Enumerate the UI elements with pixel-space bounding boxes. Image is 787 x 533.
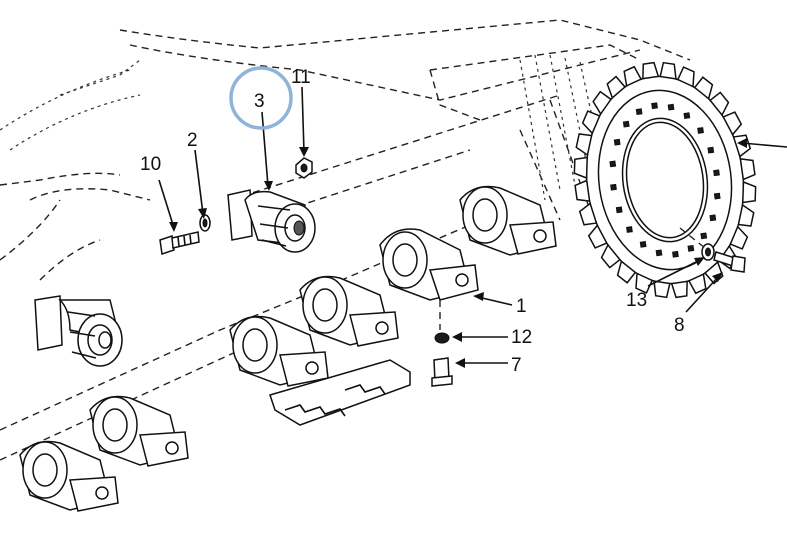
sprocket-tooth — [581, 110, 601, 135]
callout-label-1: 1 — [516, 296, 527, 317]
callout-label-2: 2 — [187, 130, 198, 151]
sprocket-bolt-hole — [709, 214, 717, 222]
sprocket-tooth — [739, 158, 756, 181]
sprocket-tooth — [578, 202, 598, 226]
sprocket-tooth — [600, 243, 621, 269]
roller-left-end — [34, 295, 123, 367]
callout-label-12: 12 — [511, 327, 532, 348]
sprocket-bolt-hole — [713, 192, 721, 200]
sprocket-wheel — [573, 61, 757, 299]
sprocket-tooth — [737, 203, 755, 227]
sprocket-tooth — [709, 91, 730, 117]
sprocket-tooth — [575, 133, 593, 157]
bolt-7 — [431, 357, 453, 387]
track-roller-3 — [299, 275, 399, 347]
sprocket-tooth — [653, 280, 671, 299]
sprocket-tooth — [642, 61, 660, 80]
leader-lines — [158, 86, 787, 368]
sprocket-bolt-hole — [687, 244, 695, 252]
callout-label-11: 11 — [291, 67, 311, 88]
sprocket-tooth — [659, 61, 677, 80]
bolt-10 — [159, 231, 200, 255]
roller-guard-plate — [269, 359, 411, 426]
sprocket-tooth — [606, 75, 627, 100]
track-roller-5 — [89, 395, 189, 467]
highlight-circle — [229, 66, 293, 130]
sprocket-tooth — [592, 90, 612, 116]
sprocket-tooth — [623, 65, 643, 87]
track-roller-2 — [459, 185, 557, 256]
sprocket-tooth — [635, 272, 654, 294]
sprocket-bolt-hole — [713, 169, 720, 177]
washer-13 — [701, 243, 715, 261]
sprocket-tooth — [693, 76, 714, 101]
sprocket-bolt-hole — [626, 226, 633, 233]
sprocket-bolt-hole — [613, 138, 621, 146]
sprocket-bolt-hole — [609, 160, 617, 168]
callout-label-8: 8 — [674, 315, 685, 336]
nut-11 — [295, 157, 313, 179]
sprocket-bolt-hole — [615, 206, 623, 214]
washer-2 — [199, 214, 211, 232]
callout-label-3: 3 — [254, 91, 265, 112]
bolt-8 — [713, 251, 746, 273]
washer-12 — [434, 332, 450, 344]
callout-label-7: 7 — [511, 355, 522, 376]
sprocket-tooth — [676, 66, 695, 88]
callout-label-13: 13 — [626, 290, 647, 311]
sprocket-tooth — [574, 179, 591, 202]
carrier-roller — [227, 189, 316, 253]
sprocket-bolt-hole — [651, 102, 658, 110]
callout-label-10: 10 — [140, 154, 161, 175]
sprocket-bolt-hole — [672, 250, 679, 258]
sprocket-bolt-hole — [697, 127, 704, 134]
sprocket-tooth — [729, 225, 749, 250]
sprocket-tooth — [573, 156, 588, 180]
sprocket-bolt-hole — [610, 183, 617, 191]
sprocket-bolt-hole — [655, 249, 663, 257]
sprocket-bolt-hole — [622, 120, 630, 128]
sprocket-bolt-hole — [700, 232, 708, 240]
sprocket-tooth — [670, 280, 688, 299]
sprocket-tooth — [687, 273, 707, 295]
sprocket-tooth — [616, 259, 637, 284]
track-roller-1 — [379, 228, 479, 301]
sprocket-bolt-hole — [667, 103, 675, 111]
track-roller-6 — [19, 440, 119, 512]
sprocket-tooth — [742, 180, 757, 204]
sprocket-tooth — [722, 111, 743, 136]
sprocket-bolt-hole — [683, 112, 691, 120]
sprocket-bolt-hole — [707, 146, 715, 154]
sprocket-bolt-hole — [639, 240, 647, 248]
sprocket-tooth — [587, 224, 608, 249]
track-roller-4 — [229, 315, 329, 387]
sprocket-bolt-hole — [635, 108, 643, 116]
